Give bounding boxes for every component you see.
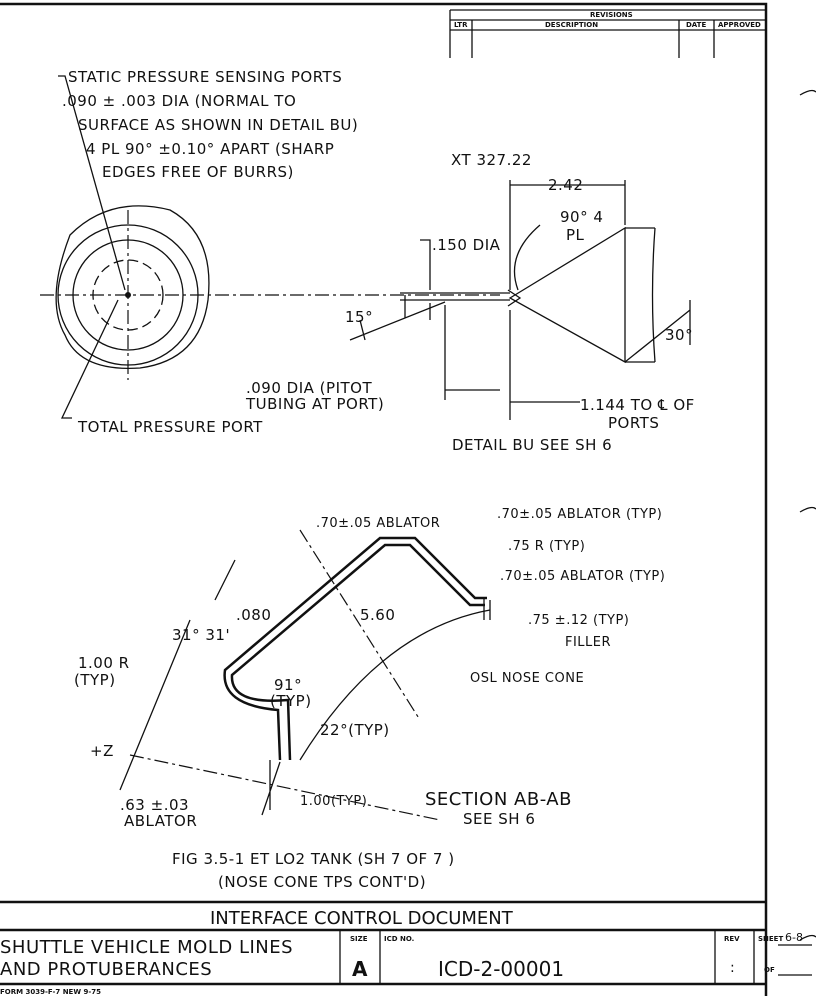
revisions-col-approved: APPROVED — [718, 21, 761, 29]
form-number: FORM 3039-F-7 NEW 9-75 — [0, 988, 101, 996]
dim-1-144-ports: PORTS — [608, 414, 659, 432]
osl-nose-cone: OSL NOSE CONE — [470, 671, 584, 686]
angle-pl: PL — [566, 226, 585, 244]
dim-1-144: 1.144 TO ℄ OF — [580, 396, 695, 414]
radius-100: 1.00 R — [78, 654, 130, 672]
ablator-70-typ: .70±.05 ABLATOR (TYP) — [497, 507, 662, 522]
filler-dim: .75 ±.12 (TYP) — [528, 613, 629, 628]
front-view — [40, 75, 500, 419]
section-see-sheet: SEE SH 6 — [463, 810, 535, 828]
ablator-63: .63 ±.03 — [120, 796, 189, 814]
static-ports-note-5: EDGES FREE OF BURRS) — [102, 163, 294, 181]
rev-label: REV — [724, 935, 740, 943]
title-line-1: SHUTTLE VEHICLE MOLD LINES — [0, 937, 293, 958]
title-line-2: AND PROTUBERANCES — [0, 959, 212, 980]
rev-value: : — [730, 960, 735, 976]
section-view — [119, 529, 491, 821]
pitot-note-2: TUBING AT PORT) — [245, 395, 384, 413]
static-ports-note-1: STATIC PRESSURE SENSING PORTS — [68, 68, 342, 86]
dia-150: .150 DIA — [432, 236, 501, 254]
revisions-block: REVISIONS LTR DESCRIPTION DATE APPROVED — [449, 9, 766, 58]
size-value: A — [352, 957, 368, 981]
size-label: SIZE — [350, 935, 368, 943]
ablator-63-label: ABLATOR — [124, 812, 197, 830]
of-label: OF — [764, 966, 775, 974]
angle-91-typ: (TYP) — [270, 692, 312, 710]
filler-label: FILLER — [565, 635, 611, 650]
nose-outline — [55, 205, 210, 370]
side-view — [349, 180, 691, 420]
ablator-70-typ-2: .70±.05 ABLATOR (TYP) — [500, 569, 665, 584]
dim-100-typ: 1.00(TYP) — [300, 794, 367, 809]
dim-2-42: 2.42 — [548, 176, 583, 194]
angle-15: 15° — [345, 308, 373, 326]
pitot-note-1: .090 DIA (PITOT — [246, 379, 372, 397]
static-ports-note-2: .090 ± .003 DIA (NORMAL TO — [62, 92, 296, 110]
ablator-70-top: .70±.05 ABLATOR — [316, 516, 440, 531]
dim-080: .080 — [236, 606, 271, 624]
angle-90-4: 90° 4 — [560, 208, 603, 226]
dim-5-60: 5.60 — [360, 606, 395, 624]
angle-30: 30° — [665, 326, 693, 344]
xt-station-label: XT 327.22 — [451, 151, 532, 169]
sheet-border — [0, 2, 768, 996]
angle-91: 91° — [274, 676, 302, 694]
icd-number: ICD-2-00001 — [438, 957, 564, 981]
figure-caption-1: FIG 3.5-1 ET LO2 TANK (SH 7 OF 7 ) — [172, 850, 455, 868]
sheet-value: 6-8 — [785, 931, 803, 944]
revisions-col-ltr: LTR — [454, 21, 468, 29]
total-pressure-port-label: TOTAL PRESSURE PORT — [77, 418, 263, 436]
static-ports-note-3: SURFACE AS SHOWN IN DETAIL BU) — [78, 116, 358, 134]
radius-100-typ: (TYP) — [74, 671, 116, 689]
section-title: SECTION AB-AB — [425, 789, 572, 810]
detail-bu-title: DETAIL BU SEE SH 6 — [452, 436, 612, 454]
revisions-title: REVISIONS — [590, 11, 633, 19]
revisions-col-description: DESCRIPTION — [545, 21, 598, 29]
title-block-header: INTERFACE CONTROL DOCUMENT — [210, 908, 514, 929]
static-ports-note-4: 4 PL 90° ±0.10° APART (SHARP — [86, 140, 334, 158]
title-block — [0, 900, 812, 986]
revisions-col-date: DATE — [686, 21, 706, 29]
figure-caption-2: (NOSE CONE TPS CONT'D) — [218, 873, 426, 891]
sheet-label: SHEET — [758, 935, 783, 943]
radius-75: .75 R (TYP) — [508, 539, 585, 554]
angle-31-31: 31° 31' — [172, 626, 230, 644]
plus-z: +Z — [90, 742, 114, 760]
icd-label: ICD NO. — [384, 935, 414, 943]
angle-22: 22°(TYP) — [320, 721, 390, 739]
